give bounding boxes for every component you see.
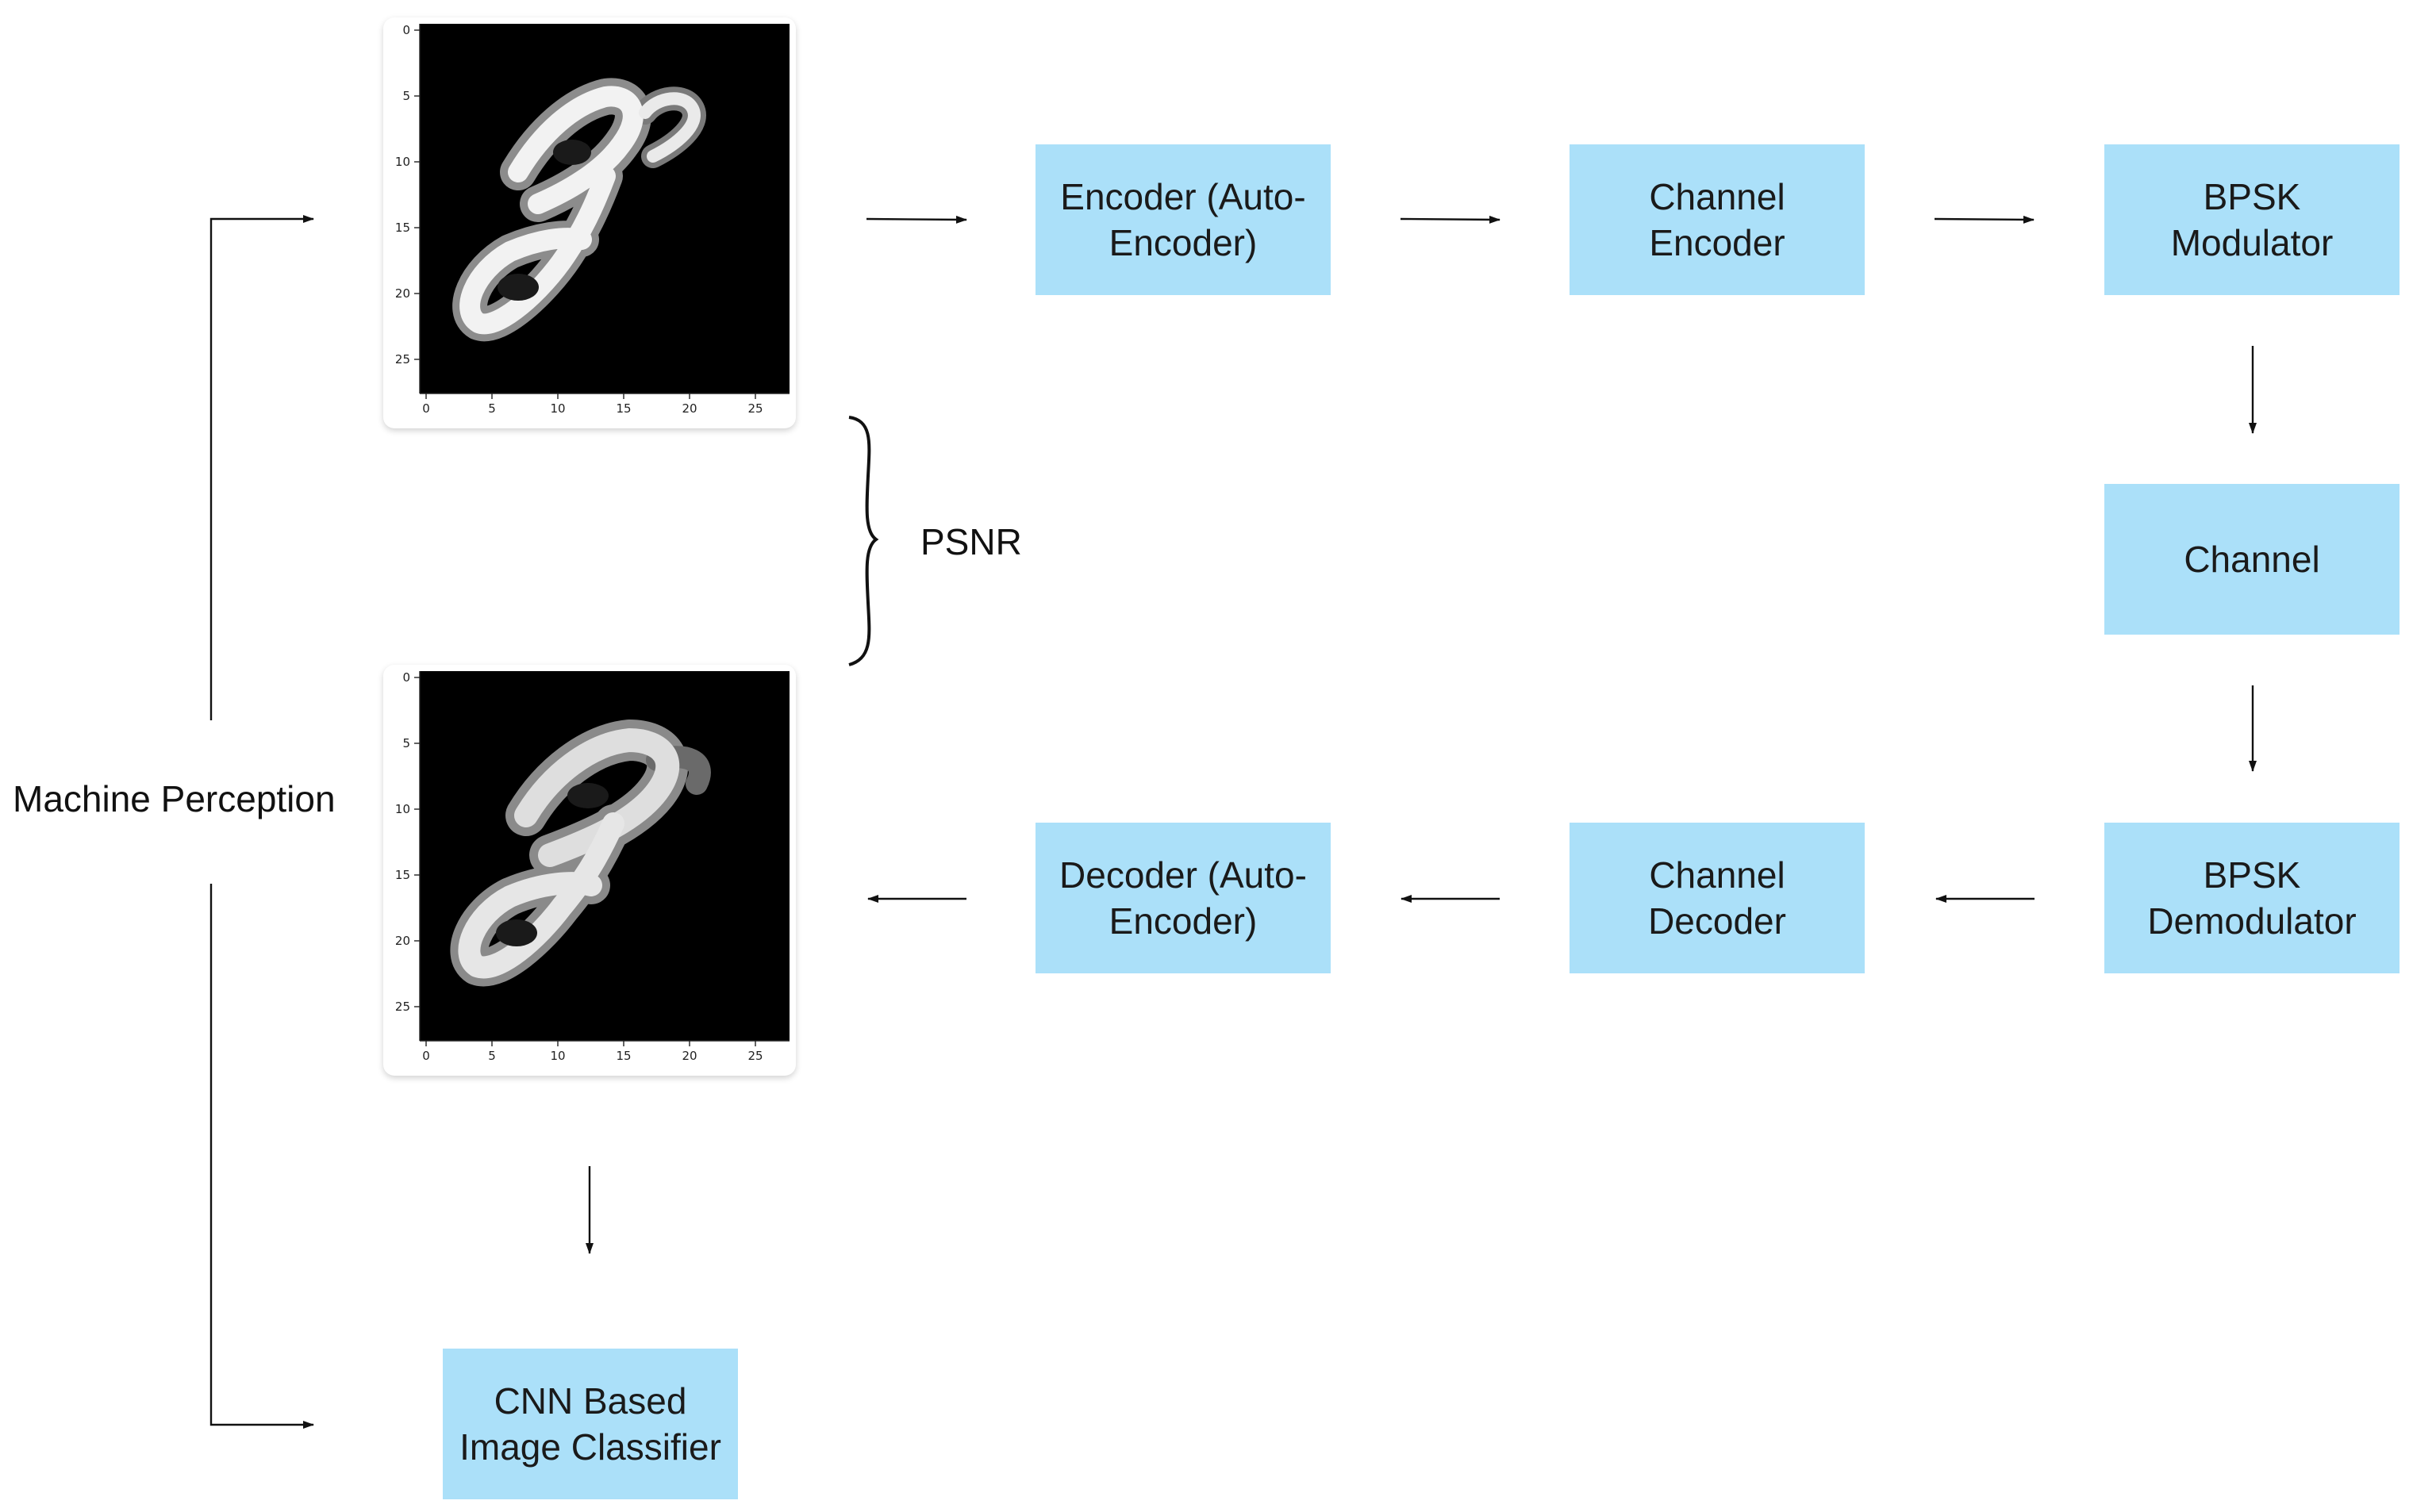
cnn-classifier-line-2: Image Classifier (459, 1426, 721, 1468)
x-tick-15: 15 (616, 1049, 631, 1063)
channel-encoder-line-2: Encoder (1649, 222, 1785, 263)
decoder-block: Decoder (Auto- Encoder) (1036, 823, 1331, 973)
channel-decoder-line-1: Channel (1649, 854, 1785, 896)
channel-block: Channel (2104, 484, 2400, 635)
bpsk-demodulator-block: BPSK Demodulator (2104, 823, 2400, 973)
cnn-classifier-line-1: CNN Based (494, 1380, 687, 1422)
bpsk-modulator-line-1: BPSK (2203, 176, 2301, 217)
channel-decoder-block: Channel Decoder (1570, 823, 1865, 973)
reconstructed-digit-8 (450, 720, 711, 987)
arrow-channel-encoder-to-modulator (1934, 215, 2035, 224)
x-tick-15: 15 (616, 401, 631, 416)
machine-perception-label: Machine Perception (13, 778, 336, 819)
x-tick-25: 25 (747, 1049, 763, 1063)
y-tick-5: 5 (402, 736, 410, 750)
original-digit-8 (452, 78, 706, 342)
y-tick-25: 25 (395, 1000, 410, 1014)
arrow-encoder-to-channel-encoder (1400, 215, 1500, 224)
bpsk-demodulator-line-2: Demodulator (2147, 900, 2357, 942)
bpsk-modulator-line-2: Modulator (2170, 222, 2334, 263)
y-tick-0: 0 (402, 670, 410, 685)
cnn-classifier-block: CNN Based Image Classifier (443, 1349, 738, 1499)
channel-encoder-line-1: Channel (1649, 176, 1785, 217)
psnr-brace (848, 416, 879, 666)
bpsk-demodulator-line-1: BPSK (2203, 854, 2301, 896)
channel-decoder-line-2: Decoder (1648, 900, 1786, 942)
y-tick-20: 20 (395, 934, 410, 948)
psnr-label: PSNR (920, 521, 1022, 562)
x-tick-20: 20 (682, 401, 697, 416)
x-tick-0: 0 (422, 1049, 430, 1063)
encoder-block: Encoder (Auto- Encoder) (1036, 144, 1331, 295)
x-tick-10: 10 (550, 401, 565, 416)
channel-encoder-block: Channel Encoder (1570, 144, 1865, 295)
encoder-line-2: Encoder) (1109, 222, 1258, 263)
decoder-line-2: Encoder) (1109, 900, 1258, 942)
y-tick-25: 25 (395, 352, 410, 366)
bpsk-modulator-block: BPSK Modulator (2104, 144, 2400, 295)
decoder-line-1: Decoder (Auto- (1059, 854, 1307, 896)
x-tick-20: 20 (682, 1049, 697, 1063)
reconstructed-image-figure: 0 5 10 15 20 25 0 5 10 15 20 25 (395, 670, 790, 1063)
reconstructed-image-plot: 0 5 10 15 20 25 0 5 10 15 20 25 (383, 665, 796, 1076)
y-tick-15: 15 (395, 221, 410, 235)
bracket-to-original-image (209, 215, 314, 720)
x-tick-0: 0 (422, 401, 430, 416)
y-tick-10: 10 (395, 155, 410, 169)
x-tick-5: 5 (488, 1049, 496, 1063)
y-tick-0: 0 (402, 23, 410, 37)
original-image-figure: 0 5 10 15 20 25 0 5 10 15 20 25 (395, 23, 790, 416)
y-tick-20: 20 (395, 286, 410, 301)
y-tick-10: 10 (395, 802, 410, 816)
arrow-image-to-encoder (866, 215, 967, 224)
original-image-plot: 0 5 10 15 20 25 0 5 10 15 20 25 (383, 17, 796, 428)
y-tick-5: 5 (402, 89, 410, 103)
y-tick-15: 15 (395, 868, 410, 882)
x-tick-5: 5 (488, 401, 496, 416)
x-tick-25: 25 (747, 401, 763, 416)
x-tick-10: 10 (550, 1049, 565, 1063)
encoder-line-1: Encoder (Auto- (1060, 176, 1306, 217)
bracket-to-cnn (209, 884, 314, 1429)
channel-line-1: Channel (2184, 539, 2320, 580)
